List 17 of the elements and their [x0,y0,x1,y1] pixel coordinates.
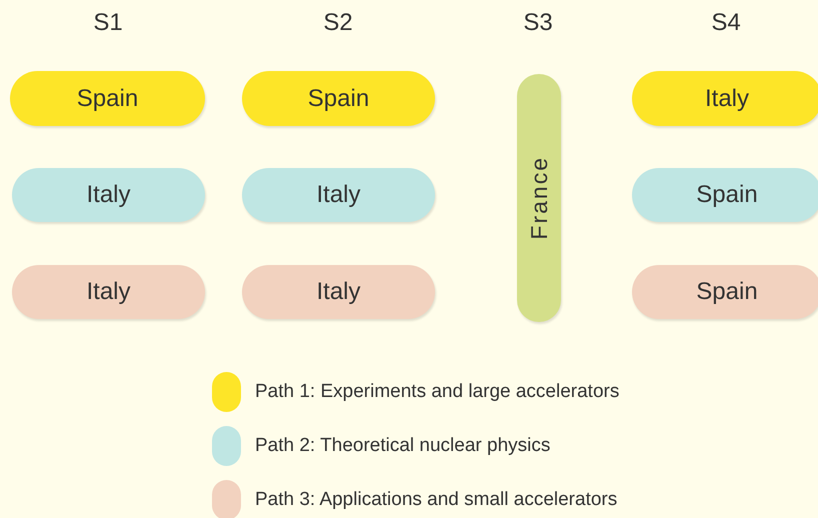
country-pill: Italy [632,71,818,126]
column-heading: S3 [523,8,553,38]
column-heading: S4 [711,8,741,38]
column-heading: S2 [323,8,353,38]
country-pill: Italy [242,168,435,222]
country-pill: Italy [12,168,205,222]
legend-text: Path 1: Experiments and large accelerators [255,380,620,404]
country-pill: Spain [242,71,435,126]
legend-text: Path 3: Applications and small accelerators [255,488,618,512]
column-heading: S1 [93,8,123,38]
country-pill: Italy [242,265,435,319]
legend-text: Path 2: Theoretical nuclear physics [255,434,550,458]
country-pill: Spain [10,71,205,126]
country-pill: France [517,74,561,322]
country-pill: Spain [632,168,818,222]
country-pill: Italy [12,265,205,319]
country-pill: Spain [632,265,818,319]
